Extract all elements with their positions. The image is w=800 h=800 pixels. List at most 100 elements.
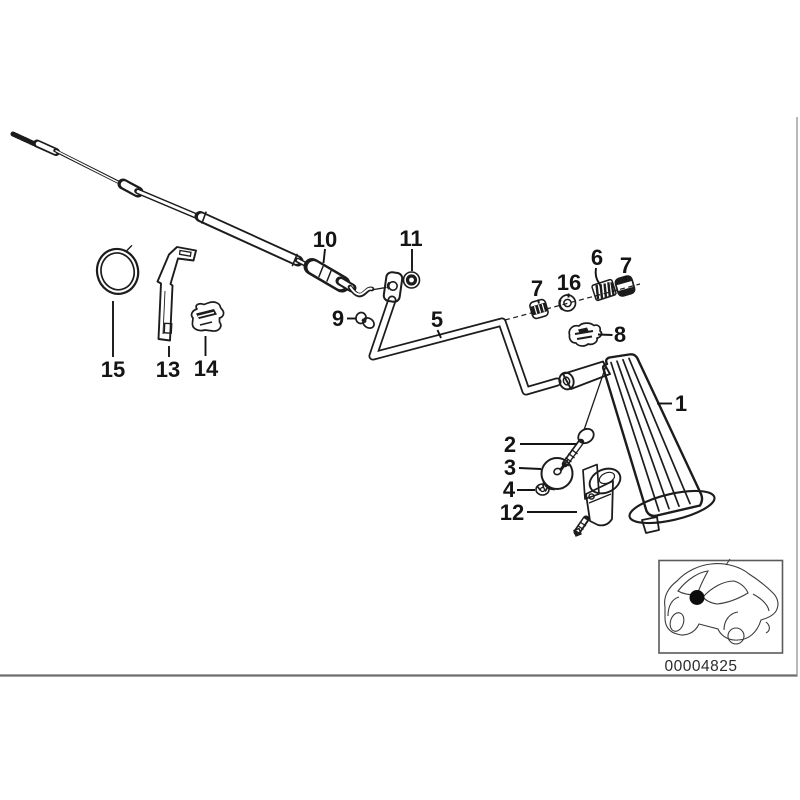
pedal-base-tab <box>641 516 660 534</box>
disc-axis-line <box>560 459 569 469</box>
callout-2: 2 <box>504 432 516 457</box>
ring-inner <box>100 252 136 291</box>
callout-15: 15 <box>101 357 125 382</box>
car-wheel-left <box>669 612 685 632</box>
leader-lines <box>112 248 672 513</box>
spring-clip <box>568 322 603 347</box>
pin-body <box>362 317 375 329</box>
leader-10 <box>322 248 326 264</box>
screw-guide-line <box>583 365 607 431</box>
switch-dome <box>588 467 622 495</box>
kickdown-switch <box>573 463 622 537</box>
car-box-border <box>658 559 784 654</box>
grommet-hole <box>409 277 414 283</box>
switch-stud-threads <box>577 521 587 531</box>
retaining-pin <box>355 311 375 329</box>
spring <box>591 278 617 302</box>
car-bumper <box>765 621 770 634</box>
car-arch-left <box>667 596 680 617</box>
car-trunk-line <box>752 593 770 612</box>
callout-7-right: 7 <box>620 253 632 278</box>
car-side-window <box>702 580 749 605</box>
pedal-pad <box>601 353 704 518</box>
car-locator-box: 00004825 <box>658 558 784 675</box>
pedal-rod <box>368 271 562 396</box>
throttle-cable <box>10 131 387 298</box>
pedal-base-plate <box>628 489 716 525</box>
bracket-slot <box>178 249 192 257</box>
callout-10: 10 <box>313 227 337 252</box>
car-wheel-right <box>727 627 745 645</box>
clamp-slot-highlight <box>197 311 215 318</box>
car-rear-window <box>677 570 710 596</box>
bracket <box>156 246 197 342</box>
leader-3 <box>518 467 542 470</box>
callout-13: 13 <box>156 357 180 382</box>
ring-outer <box>95 247 140 295</box>
leader-6 <box>594 267 602 288</box>
page-frame <box>0 117 798 677</box>
nut-prongs <box>536 484 549 492</box>
nut-hole <box>539 486 546 493</box>
callout-labels: 10 11 9 5 7 16 6 7 8 15 13 14 1 2 3 4 12 <box>101 226 687 525</box>
clip-body <box>568 322 603 347</box>
callout-11: 11 <box>399 226 422 251</box>
leader-8 <box>597 333 613 336</box>
washer-ring <box>558 294 577 312</box>
bushing-left <box>529 298 549 320</box>
switch-stud-tip <box>573 527 582 537</box>
push-nut <box>535 483 550 496</box>
callout-4: 4 <box>503 477 516 502</box>
bracket-body <box>156 246 197 342</box>
accelerator-pedal <box>558 353 716 534</box>
image-code: 00004825 <box>665 658 738 675</box>
switch-plunger <box>598 471 616 485</box>
screw-threads <box>562 448 578 467</box>
leader-5 <box>436 329 442 339</box>
retaining-ring <box>95 244 140 295</box>
bracket-hole <box>163 322 173 334</box>
clip-slot-1 <box>574 330 594 335</box>
callout-5: 5 <box>431 307 443 332</box>
car-outline <box>664 563 779 641</box>
pin-slot <box>361 318 367 324</box>
callout-3: 3 <box>504 455 516 480</box>
rod-tube-outline <box>368 295 562 396</box>
clamp-body <box>190 301 225 332</box>
plate-hole-shade <box>386 281 391 290</box>
washer-hole <box>563 298 572 308</box>
leader-7-left <box>537 299 540 304</box>
screw-head <box>577 427 595 445</box>
washer-shade <box>558 298 564 311</box>
callout-6: 6 <box>591 245 603 270</box>
disc-hole <box>553 467 562 476</box>
clamp-lower-line <box>199 321 213 326</box>
switch-body-band <box>588 493 612 504</box>
barrel-ridge-2 <box>326 270 332 282</box>
car-antenna <box>725 558 731 566</box>
bushing-right-band-top <box>614 275 632 285</box>
barrel-ridge-1 <box>318 265 324 278</box>
grommet <box>402 271 421 289</box>
disc-face <box>540 457 574 490</box>
nut-body <box>535 483 550 496</box>
pin-head <box>355 311 367 325</box>
callout-8: 8 <box>614 322 626 347</box>
clip-slot-2 <box>576 335 593 340</box>
switch-side-block <box>582 463 600 500</box>
callout-14: 14 <box>194 356 219 381</box>
rod-tube-core <box>370 297 560 394</box>
callout-16: 16 <box>557 270 581 295</box>
location-dot <box>689 590 705 605</box>
pedal-ribs <box>610 357 691 512</box>
bushing-right <box>614 275 636 297</box>
callout-7-left: 7 <box>531 276 543 301</box>
switch-body <box>585 480 614 527</box>
cable-sheath-cap-left <box>201 211 207 224</box>
assembly-axis-dashed-line <box>504 283 641 321</box>
callout-1: 1 <box>675 391 687 416</box>
bushing-right-band-bottom <box>618 287 636 297</box>
rod-top-plate <box>382 271 404 303</box>
